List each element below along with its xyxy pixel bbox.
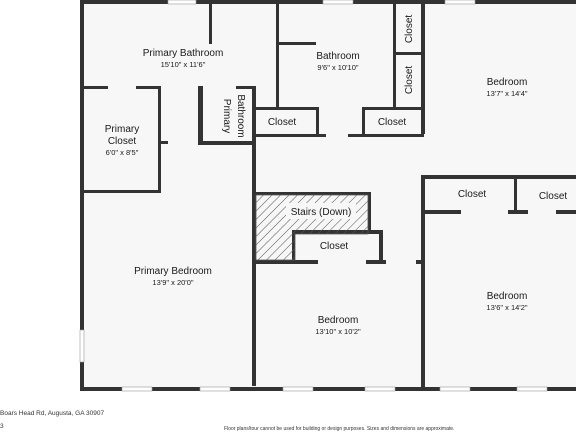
- primary-bathroom-name: Primary Bathroom: [143, 48, 224, 59]
- bedroom-bottom-center-dims: 13'10" x 10'2": [315, 327, 361, 336]
- primary-bedroom-dims: 13'9" x 20'0": [152, 278, 193, 287]
- footer-page-number: 3: [0, 423, 4, 430]
- primary-bedroom-name: Primary Bedroom: [134, 266, 212, 277]
- bathroom-dims: 9'6" x 10'10": [317, 63, 358, 72]
- primary-closet-line2: Closet: [108, 136, 137, 147]
- bedroom-top-right-name: Bedroom: [487, 77, 528, 88]
- bathroom-name: Bathroom: [316, 51, 359, 62]
- bedroom-bottom-right-name: Bedroom: [487, 291, 528, 302]
- windows: [79, 0, 548, 392]
- closet-c-label: Closet: [268, 117, 297, 128]
- primary-bathroom-small-line1: Primary: [221, 99, 232, 133]
- closet-g-label: Closet: [320, 241, 349, 252]
- primary-bathroom-dims: 15'10" x 11'6": [161, 60, 206, 69]
- footer-disclaimer: Floor plans/tour cannot be used for buil…: [224, 426, 455, 432]
- primary-bathroom-small-line2: Bathroom: [235, 94, 246, 137]
- bedroom-top-right-dims: 13'7" x 14'4": [486, 89, 527, 98]
- bedroom-bottom-right-dims: 13'6" x 14'2": [486, 303, 527, 312]
- closet-a-label: Closet: [404, 15, 415, 44]
- closet-d-label: Closet: [378, 117, 407, 128]
- closet-f-label: Closet: [539, 191, 568, 202]
- primary-closet-line1: Primary: [105, 124, 139, 135]
- stairs-label: Stairs (Down): [291, 207, 352, 218]
- closet-e-label: Closet: [458, 189, 487, 200]
- stairs-label-bg: [286, 203, 356, 219]
- primary-closet-dims: 6'0" x 8'5": [106, 148, 139, 157]
- bedroom-bottom-center-name: Bedroom: [318, 315, 359, 326]
- closet-b-label: Closet: [404, 66, 415, 95]
- footer-address: Boars Head Rd, Augusta, GA 30907: [0, 410, 105, 417]
